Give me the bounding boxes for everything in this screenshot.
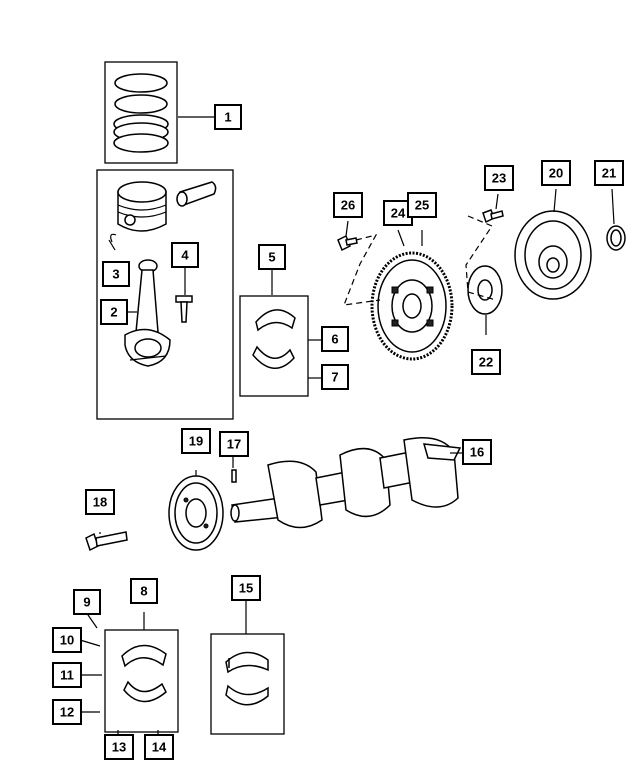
svg-text:14: 14 [152, 740, 167, 755]
svg-text:20: 20 [549, 166, 563, 181]
svg-text:15: 15 [239, 581, 253, 596]
callout-10: 10 [52, 627, 82, 653]
callout-9: 9 [73, 589, 101, 615]
damper-pulley [168, 475, 224, 551]
svg-text:17: 17 [227, 437, 241, 452]
svg-text:6: 6 [331, 332, 338, 347]
callout-6: 6 [321, 326, 349, 352]
svg-text:11: 11 [60, 668, 74, 683]
svg-text:7: 7 [331, 370, 338, 385]
thrust-bearing-group-box [210, 633, 285, 735]
thrust-bearing-shells [225, 651, 269, 706]
svg-text:23: 23 [492, 171, 506, 186]
callout-3: 3 [102, 261, 130, 287]
rod-bearing-shells [252, 309, 296, 369]
callout-15: 15 [231, 575, 261, 601]
callout-21: 21 [594, 160, 624, 186]
svg-text:26: 26 [341, 198, 355, 213]
crank-bolt [85, 531, 128, 552]
torque-converter [514, 210, 592, 300]
bolt-23 [482, 209, 504, 224]
svg-text:2: 2 [110, 305, 117, 320]
callout-4: 4 [171, 242, 199, 268]
leader-lines [79, 116, 615, 735]
seal [606, 225, 626, 251]
callout-2: 2 [100, 299, 128, 325]
callout-14: 14 [144, 734, 174, 760]
svg-text:25: 25 [415, 198, 429, 213]
adapter-plate [467, 265, 503, 315]
callout-11: 11 [52, 662, 82, 688]
flexplate [370, 251, 454, 361]
rod-bearing-group-box [239, 295, 309, 397]
callout-18: 18 [85, 489, 115, 515]
svg-text:4: 4 [181, 248, 189, 263]
svg-text:1: 1 [224, 110, 231, 125]
svg-text:13: 13 [112, 740, 126, 755]
svg-text:12: 12 [60, 705, 74, 720]
callout-5: 5 [258, 244, 286, 270]
callout-19: 19 [181, 428, 211, 454]
piston-rings [113, 73, 169, 153]
svg-text:10: 10 [60, 633, 74, 648]
svg-text:3: 3 [112, 267, 119, 282]
bolt-26 [337, 234, 358, 252]
piston-rings-group-box [104, 61, 178, 164]
svg-text:24: 24 [391, 206, 406, 221]
main-bearing-shells [121, 644, 167, 703]
callout-1: 1 [214, 104, 242, 130]
key [231, 469, 237, 483]
connecting-rod [124, 259, 171, 367]
svg-text:19: 19 [189, 434, 203, 449]
callout-22: 22 [471, 349, 501, 375]
svg-text:5: 5 [268, 250, 275, 265]
crankshaft [230, 437, 462, 529]
piston-pin [176, 181, 217, 207]
svg-text:22: 22 [479, 355, 493, 370]
callout-16: 16 [462, 439, 492, 465]
callout-8: 8 [130, 578, 158, 604]
piston-pin-clip [110, 233, 117, 243]
callout-17: 17 [219, 431, 249, 457]
callout-12: 12 [52, 699, 82, 725]
callout-26: 26 [333, 192, 363, 218]
callout-20: 20 [541, 160, 571, 186]
callout-7: 7 [321, 364, 349, 390]
piston-rod-group-box [96, 169, 234, 420]
callout-25: 25 [407, 192, 437, 218]
rod-bolt [175, 295, 193, 323]
svg-text:9: 9 [83, 595, 90, 610]
callout-13: 13 [104, 734, 134, 760]
main-bearing-group-box [104, 629, 179, 733]
callout-23: 23 [484, 165, 514, 191]
svg-text:8: 8 [140, 584, 147, 599]
piston [117, 181, 167, 232]
svg-text:16: 16 [470, 445, 484, 460]
svg-text:21: 21 [602, 166, 616, 181]
svg-text:18: 18 [93, 495, 107, 510]
